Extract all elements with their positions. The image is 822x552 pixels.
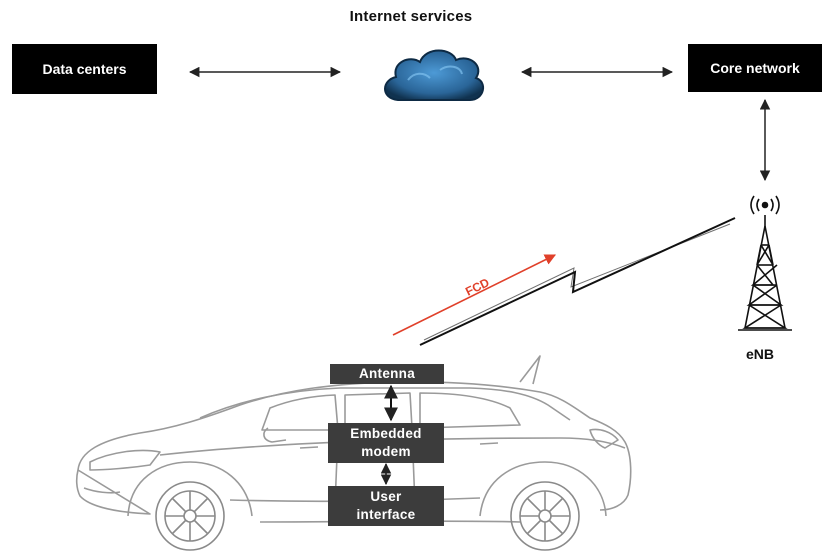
antenna-label: Antenna xyxy=(358,366,416,381)
core-network-label: Core network xyxy=(710,60,800,76)
data-centers-box: Data centers xyxy=(12,44,157,94)
embedded-modem-label: Embedded modem xyxy=(350,426,422,459)
car-icon xyxy=(75,355,632,523)
enb-label: eNB xyxy=(746,346,775,362)
lightning-link-icon xyxy=(419,217,736,346)
embedded-modem-box: Embedded modem xyxy=(328,423,444,463)
user-interface-label: User interface xyxy=(356,489,416,522)
internet-services-title: Internet services xyxy=(349,8,473,25)
fcd-arrow xyxy=(392,254,557,336)
user-interface-box: User interface xyxy=(328,486,444,526)
radio-tower-icon xyxy=(738,195,792,331)
cloud-icon xyxy=(384,49,485,101)
data-centers-label: Data centers xyxy=(42,61,127,77)
fcd-label: FCD xyxy=(463,275,492,299)
core-network-box: Core network xyxy=(688,44,822,92)
front-wheel xyxy=(155,481,225,551)
antenna-box: Antenna xyxy=(330,364,444,384)
rear-wheel xyxy=(510,481,580,551)
